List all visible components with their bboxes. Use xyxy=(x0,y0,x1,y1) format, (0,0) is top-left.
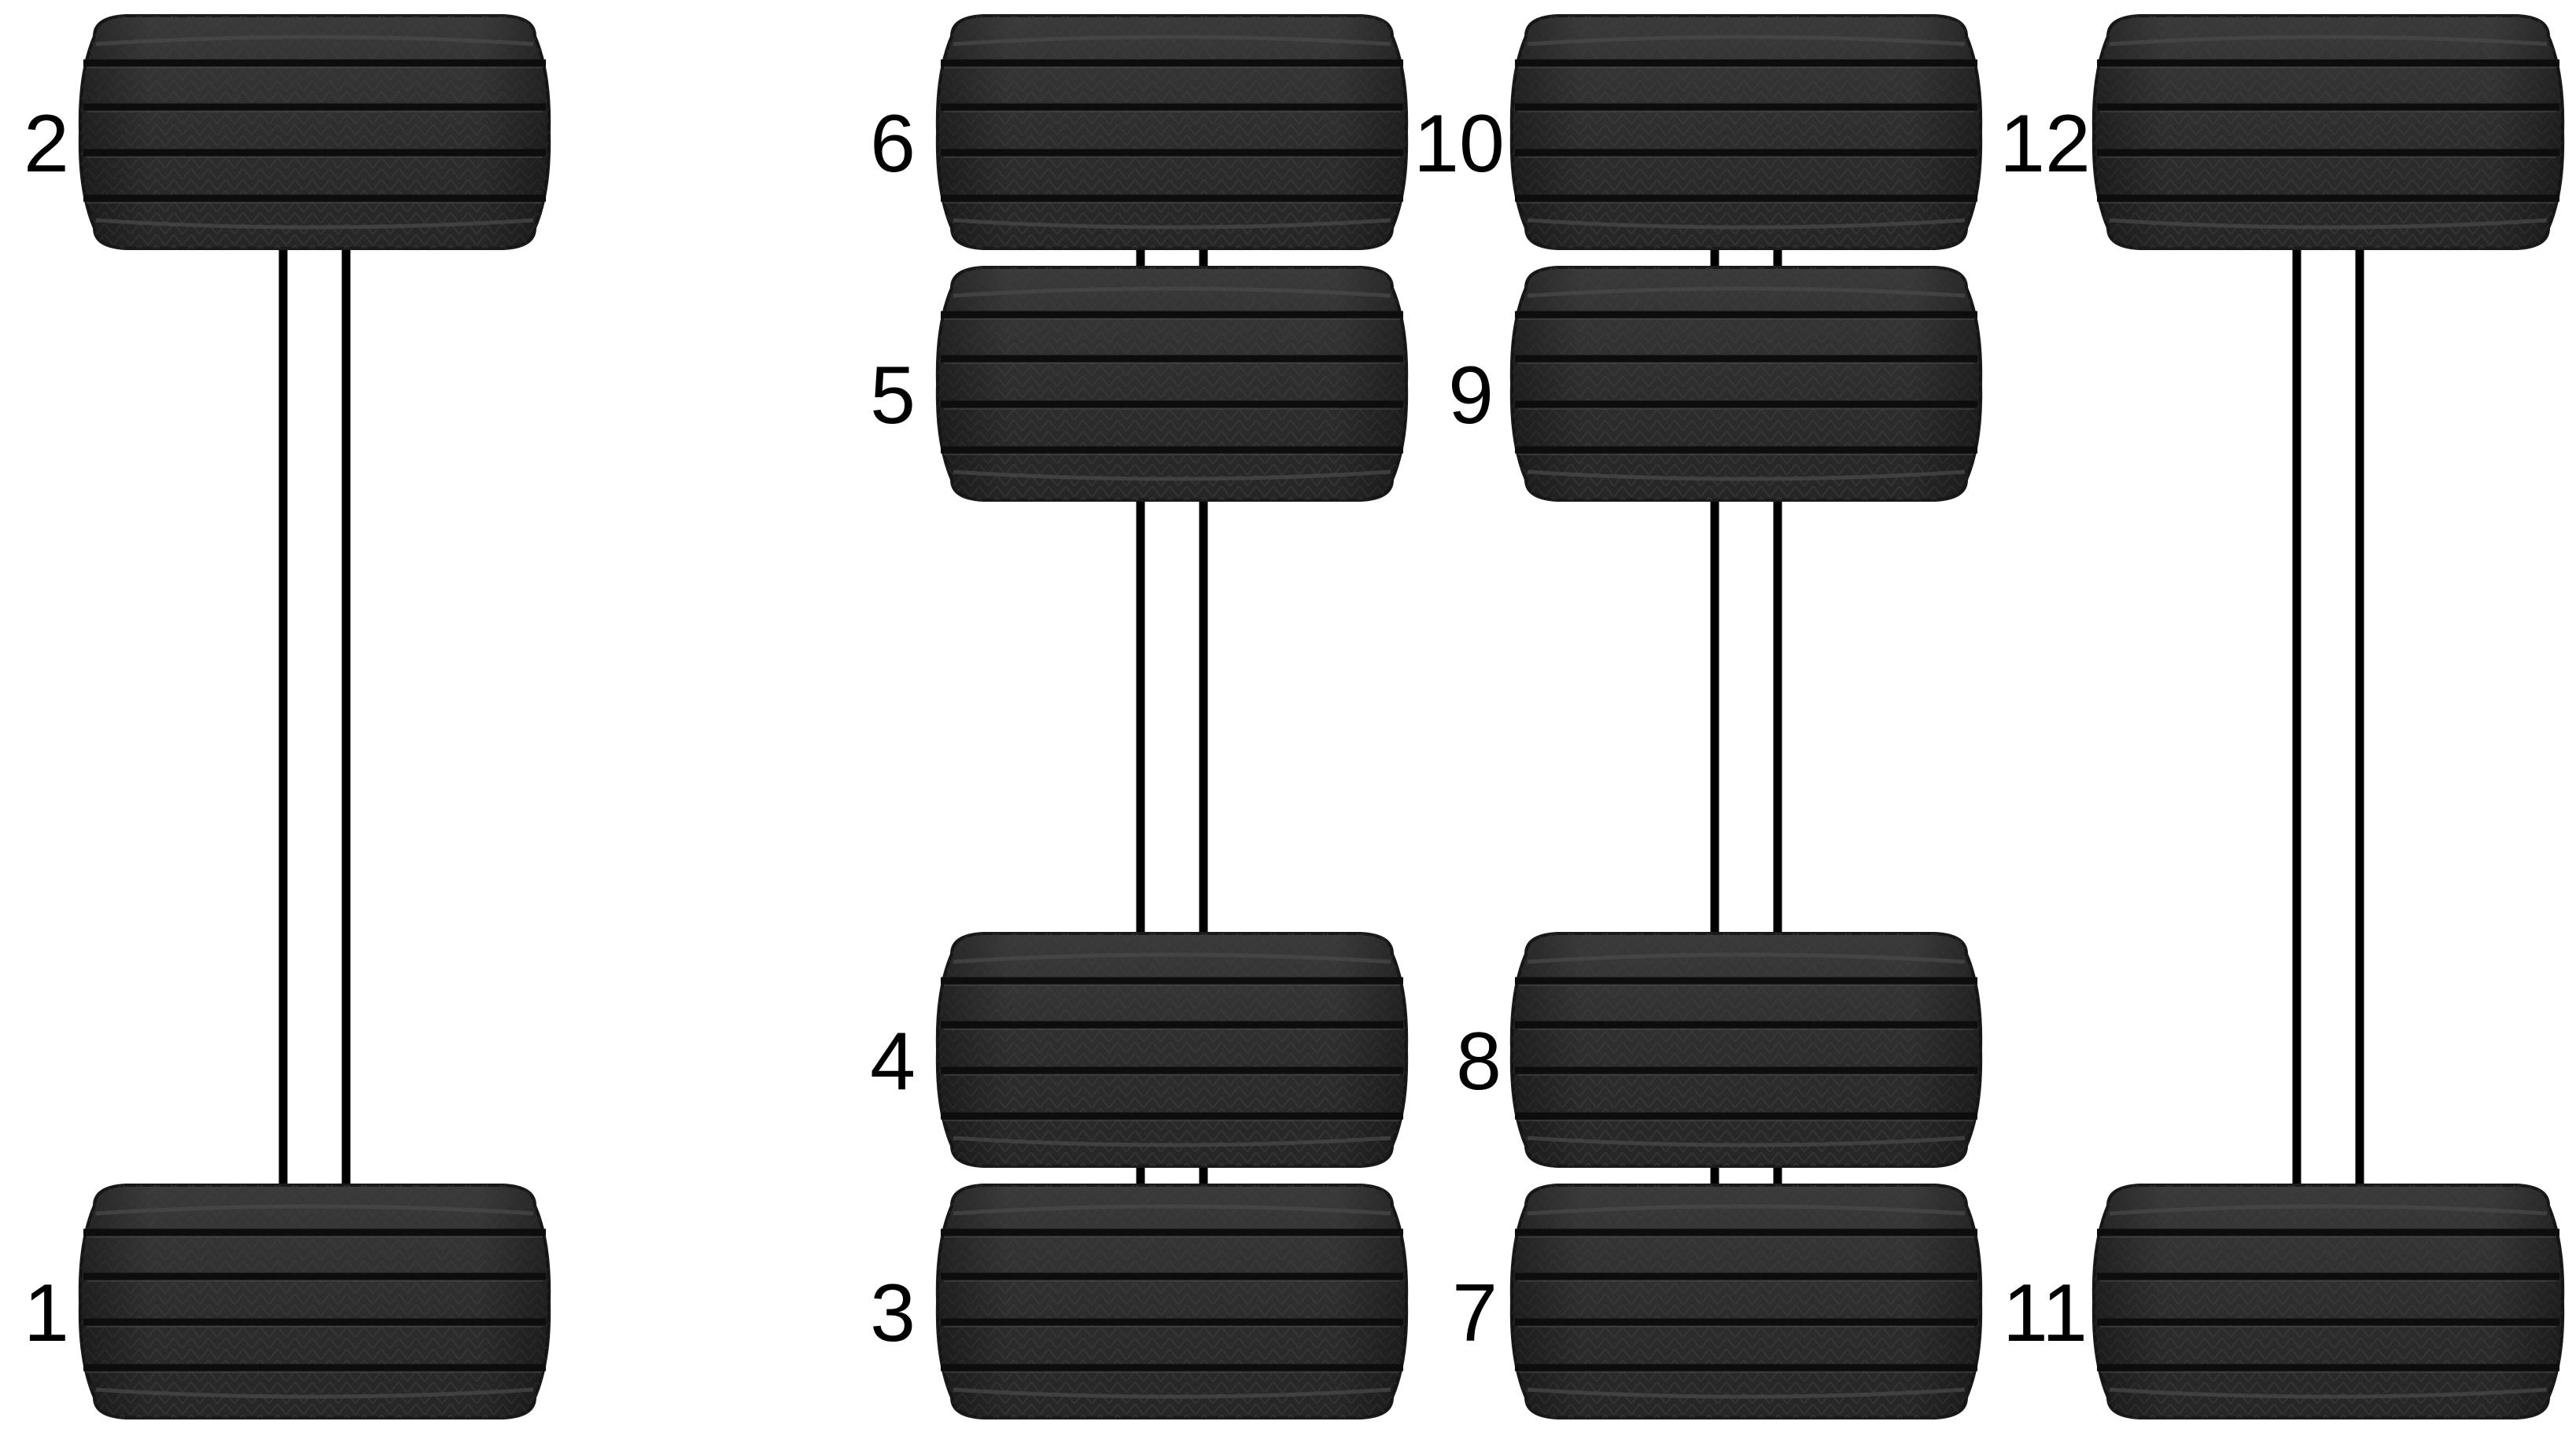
tire-icon-10 xyxy=(1509,14,1983,250)
tire-label-3: 3 xyxy=(870,1268,916,1359)
tire-label-1: 1 xyxy=(24,1268,69,1359)
axle-icon xyxy=(1710,494,1782,940)
tire-label-9: 9 xyxy=(1448,350,1494,441)
tire-label-2: 2 xyxy=(24,98,69,190)
tire-icon-2 xyxy=(78,14,551,250)
tire-icon-6 xyxy=(935,14,1409,250)
tire-icon-5 xyxy=(935,266,1409,502)
axle-icon xyxy=(1136,494,1208,940)
tire-label-12: 12 xyxy=(1999,98,2091,190)
axle-icon xyxy=(2292,242,2364,1191)
tire-label-11: 11 xyxy=(2003,1268,2088,1359)
tire-icon-1 xyxy=(78,1184,551,1419)
tire-icon-12 xyxy=(2091,14,2565,250)
tire-icon-4 xyxy=(935,932,1409,1168)
tire-label-7: 7 xyxy=(1452,1268,1498,1359)
axle-icon xyxy=(278,242,351,1191)
tire-label-4: 4 xyxy=(870,1016,916,1107)
tire-icon-3 xyxy=(935,1184,1409,1419)
tire-layer xyxy=(78,14,2565,1419)
tire-label-5: 5 xyxy=(870,350,916,441)
tire-icon-7 xyxy=(1509,1184,1983,1419)
tire-icon-11 xyxy=(2091,1184,2565,1419)
tire-label-10: 10 xyxy=(1413,98,1505,190)
tire-label-6: 6 xyxy=(870,98,916,190)
tire-icon-8 xyxy=(1509,932,1983,1168)
tire-icon-9 xyxy=(1509,266,1983,502)
tire-label-8: 8 xyxy=(1456,1016,1502,1107)
